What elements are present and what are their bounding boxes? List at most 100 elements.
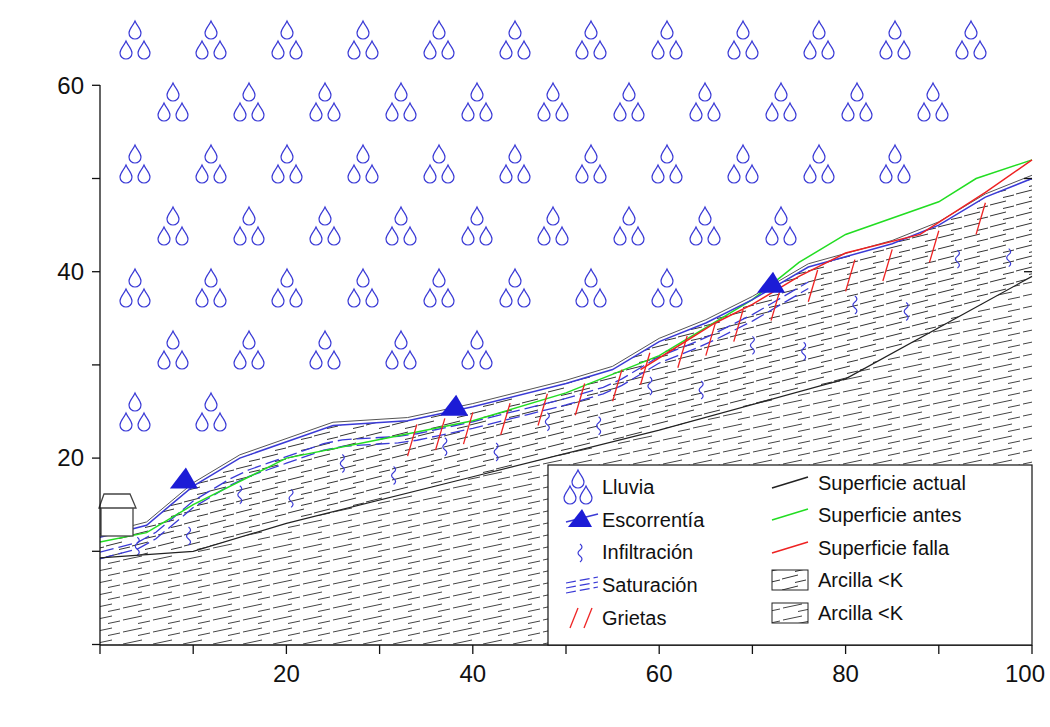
rain-drop [898,165,910,183]
rain-drop [670,165,682,183]
rain-drop [357,21,369,39]
crack [575,384,584,416]
rain-drop [442,289,454,307]
rain-drop [614,103,626,121]
rain-drop [518,289,530,307]
y-tick [92,364,100,365]
rain-drop [366,165,378,183]
rain-drop [974,41,986,59]
rain-drop [889,21,901,39]
rain-drop [196,289,208,307]
x-tick [286,645,287,654]
rain-drop [585,269,597,287]
rain-drop [234,351,246,369]
x-tick [565,645,566,654]
house-roof [99,494,136,508]
x-tick [938,645,939,654]
legend-text: Arcilla <K [818,569,903,592]
x-tick [99,645,100,654]
crack [808,270,817,302]
legend-sample [568,509,592,527]
rain-drop [746,165,758,183]
rain-drop [328,103,340,121]
rain-drop [480,227,492,245]
rain-drop [404,351,416,369]
runoff-arrow [170,467,198,488]
crack [678,336,687,368]
rain-drop [252,227,264,245]
rain-drop [632,227,644,245]
legend-text: Superficie falla [818,537,949,560]
rain-drop [138,165,150,183]
y-tick [92,457,100,458]
y-tick [92,271,100,272]
rain-drop [699,83,711,101]
crack [408,424,417,456]
right-tick [1024,178,1032,179]
rain-drop [728,41,740,59]
rain-drop [442,41,454,59]
rain-drop [281,269,293,287]
rain-drop [252,103,264,121]
rain-drop [746,41,758,59]
rain-drop [205,393,217,411]
rain-drop [196,165,208,183]
y-axis-label: 60 [57,72,84,100]
legend-sample [566,587,598,593]
crack [771,289,780,321]
crack [613,370,622,402]
rain-drop [471,207,483,225]
saturation-line [100,282,808,552]
rain-drop [804,165,816,183]
legend-text: Lluvia [602,476,654,499]
rain-drop [471,331,483,349]
rain-drop [205,145,217,163]
rain-drop [404,227,416,245]
rain-drop [500,165,512,183]
rain-drop [623,207,635,225]
rain-drop [594,41,606,59]
rain-drop [386,227,398,245]
rain-drop [585,145,597,163]
rain-drop [661,21,673,39]
legend-sample [566,577,598,583]
rain-drop [138,41,150,59]
rain-drop [509,269,521,287]
rain-drop [556,103,568,121]
rain-drop [614,227,626,245]
rain-drop [176,103,188,121]
rain-drop [813,145,825,163]
rain-drop [348,289,360,307]
rain-drop [234,227,246,245]
rain-drop [822,41,834,59]
rain-drop [936,103,948,121]
runoff-arrow [757,272,785,293]
rain-drop [661,145,673,163]
failure-surface [641,160,1032,370]
rain-drop [509,21,521,39]
rain-drop [433,269,445,287]
rain-drop [538,103,550,121]
rain-drop [500,289,512,307]
legend-sample [772,477,808,488]
x-axis-label: 60 [646,660,673,688]
rain-drop [319,207,331,225]
rain-drop [576,289,588,307]
rain-drop [594,289,606,307]
legend-text: Grietas [602,607,666,630]
rain-drop [319,83,331,101]
rain-drop [138,289,150,307]
rain-drop [272,41,284,59]
rain-drop [395,331,407,349]
rain-drop [281,145,293,163]
rain-drop [272,165,284,183]
rain-drop [424,41,436,59]
legend-text: Superficie antes [818,504,961,527]
rain-drop [196,413,208,431]
rain-drop [328,227,340,245]
rain-drop [822,165,834,183]
legend-text: Superficie actual [818,472,966,495]
infiltration-mark [187,527,191,545]
crack [734,310,743,342]
